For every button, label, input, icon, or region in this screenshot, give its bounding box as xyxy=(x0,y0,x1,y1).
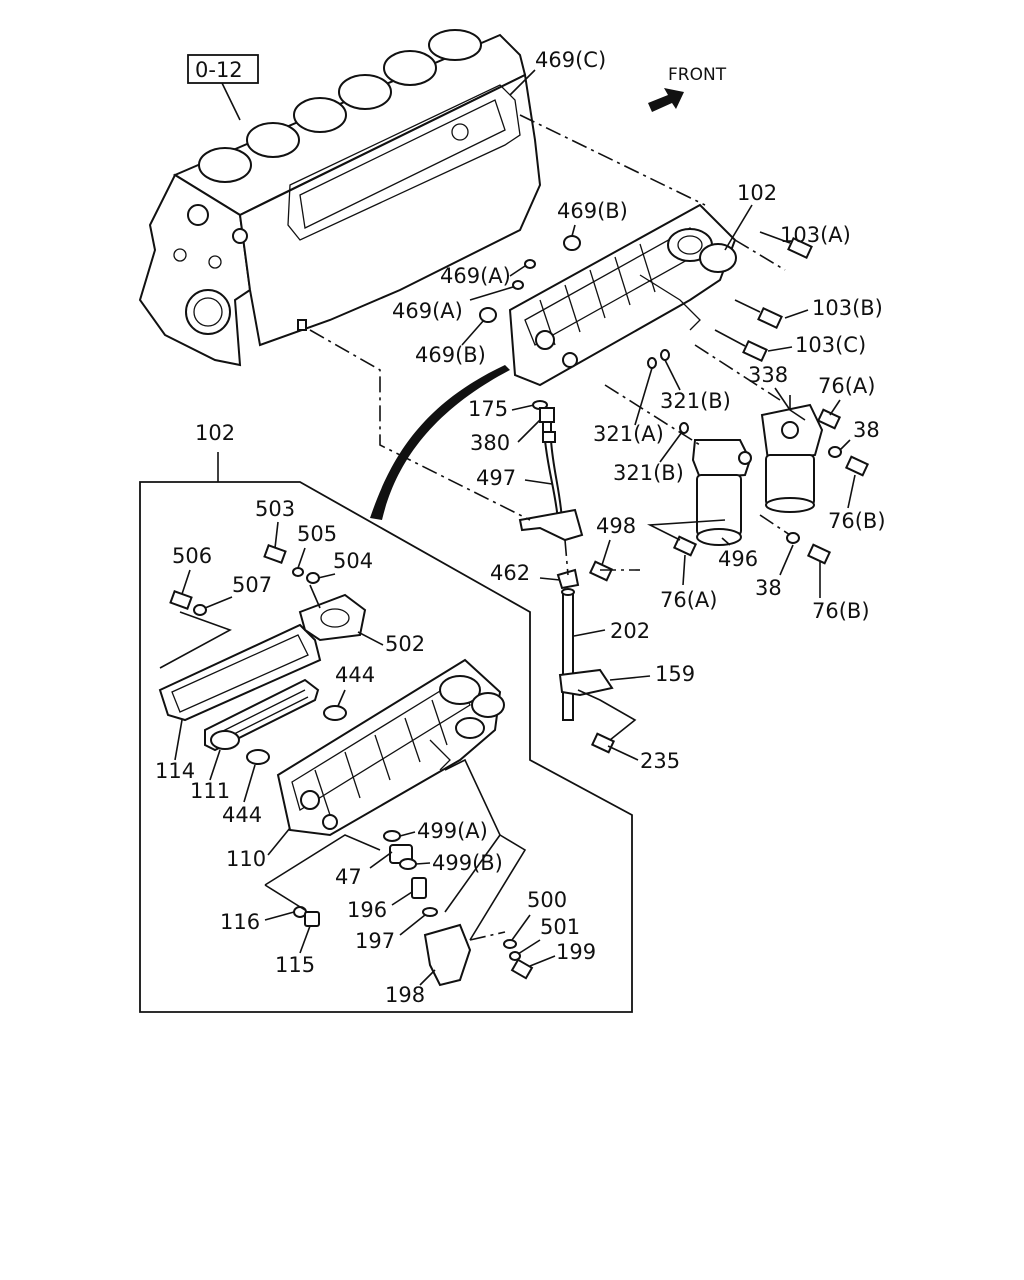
label-116: 116 xyxy=(220,910,260,934)
label-76b-2: 76(B) xyxy=(812,599,870,623)
label-47: 47 xyxy=(335,865,362,889)
label-76a-2: 76(A) xyxy=(660,588,717,612)
label-469a-2: 469(A) xyxy=(392,299,463,323)
label-38-1: 38 xyxy=(853,418,880,442)
label-175: 175 xyxy=(468,397,508,421)
engine-block xyxy=(138,29,542,367)
label-338: 338 xyxy=(748,363,788,387)
label-196: 196 xyxy=(347,898,387,922)
label-469b-2: 469(B) xyxy=(415,343,486,367)
label-496: 496 xyxy=(718,547,758,571)
front-label: FRONT xyxy=(668,65,727,85)
label-499b: 499(B) xyxy=(432,851,503,875)
label-497: 497 xyxy=(476,466,516,490)
label-76b-1: 76(B) xyxy=(828,509,886,533)
label-199: 199 xyxy=(556,940,596,964)
label-469a-1: 469(A) xyxy=(440,264,511,288)
label-103c: 103(C) xyxy=(795,333,866,357)
label-202: 202 xyxy=(610,619,650,643)
label-444-1: 444 xyxy=(335,663,375,687)
detail-curved-arrow-icon xyxy=(370,365,510,520)
pipe-497 xyxy=(518,431,584,542)
callout-labels: 469(C) 469(B) 469(A) 469(A) 469(B) 102 1… xyxy=(155,48,886,1007)
label-503: 503 xyxy=(255,497,295,521)
oil-cooler-assembly-upper xyxy=(508,203,737,387)
cylinder-bores xyxy=(198,29,482,183)
label-115: 115 xyxy=(275,953,315,977)
label-444-2: 444 xyxy=(222,803,262,827)
reference-box: 0-12 xyxy=(187,54,259,121)
oil-filter-496 xyxy=(691,439,752,546)
o-rings-upper xyxy=(479,235,689,434)
label-321b-1: 321(B) xyxy=(660,389,731,413)
label-462: 462 xyxy=(490,561,530,585)
detail-box-102 xyxy=(139,452,633,1013)
label-380: 380 xyxy=(470,431,510,455)
label-103b: 103(B) xyxy=(812,296,883,320)
label-505: 505 xyxy=(297,522,337,546)
label-159: 159 xyxy=(655,662,695,686)
bolts-103 xyxy=(714,231,813,362)
label-111: 111 xyxy=(190,779,230,803)
bolts-76-washers-38 xyxy=(588,408,870,582)
label-103a: 103(A) xyxy=(780,223,851,247)
label-38-2: 38 xyxy=(755,576,782,600)
label-499a: 499(A) xyxy=(417,819,488,843)
label-110: 110 xyxy=(226,847,266,871)
dipstick-tube-202 xyxy=(556,568,616,754)
front-arrow-icon xyxy=(648,88,684,112)
label-501: 501 xyxy=(540,915,580,939)
label-102-box: 102 xyxy=(195,421,235,445)
label-321b-2: 321(B) xyxy=(613,461,684,485)
label-500: 500 xyxy=(527,888,567,912)
front-direction: FRONT xyxy=(648,65,727,112)
label-321a: 321(A) xyxy=(593,422,664,446)
label-76a-1: 76(A) xyxy=(818,374,875,398)
label-469c: 469(C) xyxy=(535,48,606,72)
fitting-380 xyxy=(539,407,555,433)
bypass-filter-338 xyxy=(760,403,824,513)
label-506: 506 xyxy=(172,544,212,568)
label-507: 507 xyxy=(232,573,272,597)
leader-lines-upper xyxy=(309,114,806,741)
label-235: 235 xyxy=(640,749,680,773)
reference-code: 0-12 xyxy=(195,58,243,82)
label-498: 498 xyxy=(596,514,636,538)
label-197: 197 xyxy=(355,929,395,953)
label-198: 198 xyxy=(385,983,425,1007)
label-469b-top: 469(B) xyxy=(557,199,628,223)
label-502: 502 xyxy=(385,632,425,656)
label-114: 114 xyxy=(155,759,195,783)
label-102-top: 102 xyxy=(737,181,777,205)
label-504: 504 xyxy=(333,549,373,573)
